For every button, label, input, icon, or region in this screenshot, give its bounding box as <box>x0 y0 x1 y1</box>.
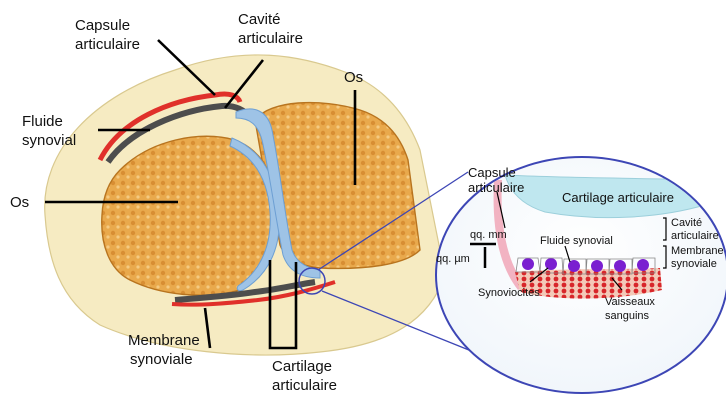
label-fluid-2: synovial <box>22 132 76 149</box>
inset-label-vessels-2: sanguins <box>605 310 650 322</box>
inset-label-fluid: Fluide synovial <box>540 235 613 247</box>
inset-label-membrane-2: synoviale <box>671 258 717 270</box>
label-fluid-1: Fluide <box>22 113 63 130</box>
inset-label-synoviocytes: Synoviocites <box>478 287 540 299</box>
label-cavity-2: articulaire <box>238 30 303 47</box>
label-cartilage-1: Cartilage <box>272 358 332 375</box>
label-capsule-2: articulaire <box>75 36 140 53</box>
label-bone-right: Os <box>344 69 363 86</box>
inset-label-membrane-1: Membrane <box>671 245 724 257</box>
inset-label-cartilage: Cartilage articulaire <box>562 190 674 205</box>
label-membrane-1: Membrane <box>128 332 200 349</box>
label-cartilage-2: articulaire <box>272 377 337 394</box>
inset-label-capsule-2: articulaire <box>468 180 524 195</box>
inset-label-vessels-1: Vaisseaux <box>605 296 655 308</box>
inset-label-capsule-1: Capsule <box>468 165 516 180</box>
inset-label-scale-mm: qq. mm <box>470 229 507 241</box>
label-membrane-2: synoviale <box>130 351 193 368</box>
label-capsule-1: Capsule <box>75 17 130 34</box>
inset-label-cavity-1: Cavité <box>671 217 702 229</box>
label-bone-left: Os <box>10 194 29 211</box>
inset-label-cavity-2: articulaire <box>671 230 719 242</box>
label-cavity-1: Cavité <box>238 11 281 28</box>
inset-label-scale-um: qq. µm <box>436 253 470 265</box>
